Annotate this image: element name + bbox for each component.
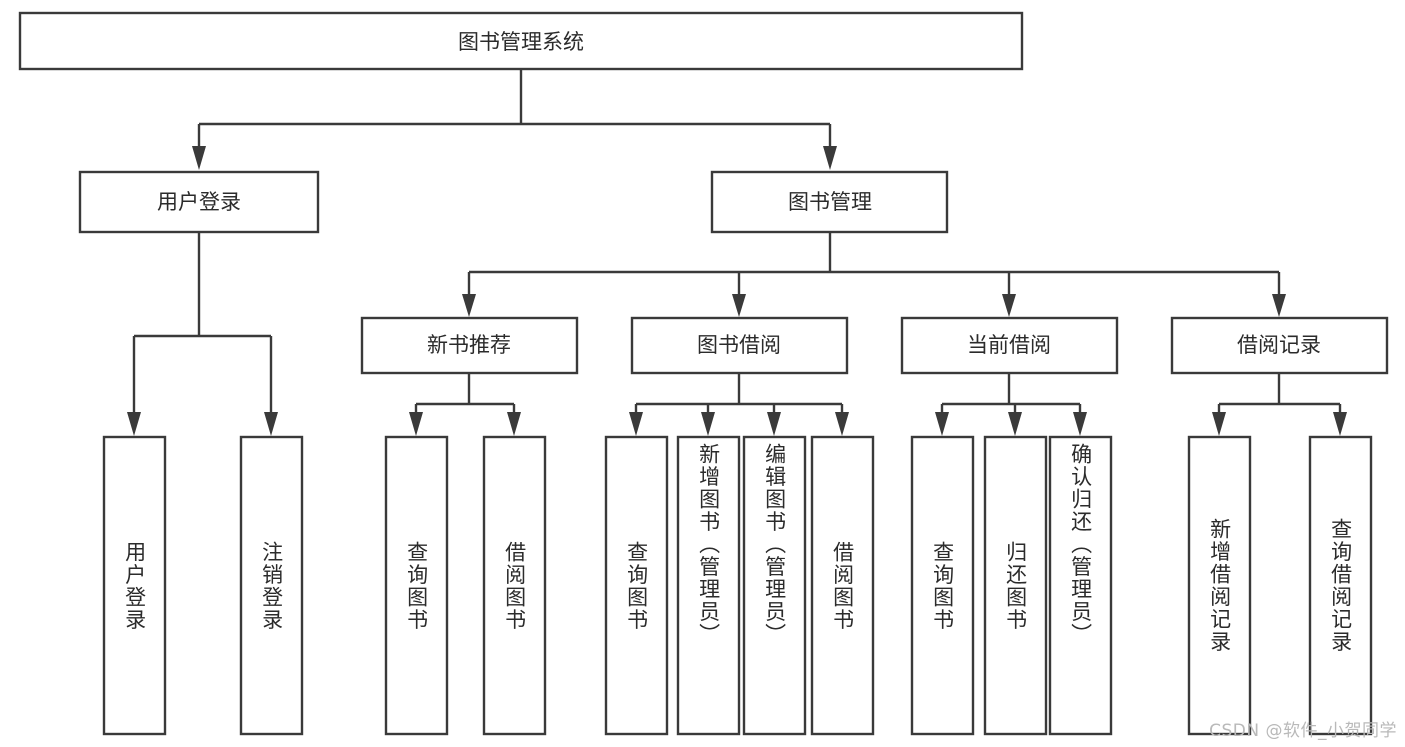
node-book-manage-box[interactable] — [710, 170, 949, 234]
leaf-label: 归还图书 — [1003, 540, 1028, 631]
leaf-label-wrap: 查询图书 — [606, 437, 667, 734]
arrow-head-icon — [835, 412, 849, 436]
leaf-box[interactable] — [1048, 435, 1113, 736]
leaf-label-wrap: 归还图书 — [985, 437, 1046, 734]
leaf-box[interactable] — [384, 435, 449, 736]
leaf-label-wrap: 用户登录 — [104, 437, 165, 734]
arrow-head-icon — [767, 412, 781, 436]
arrow-head-icon — [1272, 294, 1286, 317]
arrow-head-icon — [192, 146, 206, 170]
arrow-head-icon — [935, 412, 949, 436]
arrow-head-icon — [1333, 412, 1347, 436]
leaf-label: 查询借阅记录 — [1328, 518, 1353, 653]
arrow-head-icon — [732, 294, 746, 317]
node-new-book-recommend-label: 新书推荐 — [427, 333, 511, 357]
leaf-label-wrap: 借阅图书 — [812, 437, 873, 734]
leaf-label: 查询图书 — [624, 540, 649, 631]
arrow-head-icon — [1002, 294, 1016, 317]
connector-layer — [127, 69, 1347, 436]
node-borrow-record-box[interactable] — [1170, 316, 1389, 375]
leaf-label: 用户登录 — [122, 540, 147, 631]
leaf-label-wrap: 查询借阅记录 — [1310, 437, 1371, 734]
node-root-label: 图书管理系统 — [458, 30, 584, 54]
arrow-head-icon — [462, 294, 476, 317]
leaf-label: 注销登录 — [259, 540, 284, 631]
leaf-box[interactable] — [604, 435, 669, 736]
leaf-box[interactable] — [910, 435, 975, 736]
leaf-label: 确认归还（管理员） — [1068, 443, 1093, 646]
arrow-head-icon — [127, 412, 141, 436]
leaf-box[interactable] — [983, 435, 1048, 736]
node-user-login-label: 用户登录 — [157, 190, 241, 214]
leaf-box[interactable] — [676, 435, 741, 736]
node-new-book-recommend-box[interactable] — [360, 316, 579, 375]
leaf-label: 编辑图书（管理员） — [762, 443, 787, 646]
leaf-label-wrap: 查询图书 — [912, 437, 973, 734]
leaf-label-wrap: 新增图书（管理员） — [678, 437, 739, 734]
leaf-label: 借阅图书 — [830, 540, 855, 631]
leaf-label-wrap: 查询图书 — [386, 437, 447, 734]
leaf-label: 新增图书（管理员） — [696, 443, 721, 646]
leaf-label-wrap: 编辑图书（管理员） — [744, 437, 805, 734]
leaf-box[interactable] — [1187, 435, 1252, 736]
node-borrow-record-label: 借阅记录 — [1237, 333, 1321, 357]
node-root-box[interactable] — [18, 11, 1024, 71]
arrow-head-icon — [701, 412, 715, 436]
leaf-box[interactable] — [102, 435, 167, 736]
arrow-head-icon — [507, 412, 521, 436]
node-current-borrow-box[interactable] — [900, 316, 1119, 375]
leaf-box[interactable] — [1308, 435, 1373, 736]
leaf-label: 借阅图书 — [502, 540, 527, 631]
node-book-manage-label: 图书管理 — [788, 190, 872, 214]
node-book-borrow-label: 图书借阅 — [697, 333, 781, 357]
node-user-login-box[interactable] — [78, 170, 320, 234]
leaf-label-wrap: 注销登录 — [241, 437, 302, 734]
arrow-head-icon — [264, 412, 278, 436]
arrow-head-icon — [823, 146, 837, 170]
leaf-box[interactable] — [810, 435, 875, 736]
leaf-label-wrap: 确认归还（管理员） — [1050, 437, 1111, 734]
leaf-label: 新增借阅记录 — [1207, 518, 1232, 653]
node-layer: 图书管理系统 用户登录 图书管理 新书推荐 图书借阅 当前借阅 借阅记录 — [18, 11, 1389, 736]
arrow-head-icon — [1073, 412, 1087, 436]
leaf-box[interactable] — [239, 435, 304, 736]
node-current-borrow-label: 当前借阅 — [967, 333, 1051, 357]
arrow-head-icon — [629, 412, 643, 436]
arrow-head-icon — [1008, 412, 1022, 436]
arrow-head-icon — [409, 412, 423, 436]
arrow-head-icon — [1212, 412, 1226, 436]
leaf-label: 查询图书 — [404, 540, 429, 631]
node-book-borrow-box[interactable] — [630, 316, 849, 375]
leaf-label: 查询图书 — [930, 540, 955, 631]
leaf-label-wrap: 借阅图书 — [484, 437, 545, 734]
leaf-box[interactable] — [742, 435, 807, 736]
leaf-box[interactable] — [482, 435, 547, 736]
leaf-label-wrap: 新增借阅记录 — [1189, 437, 1250, 734]
